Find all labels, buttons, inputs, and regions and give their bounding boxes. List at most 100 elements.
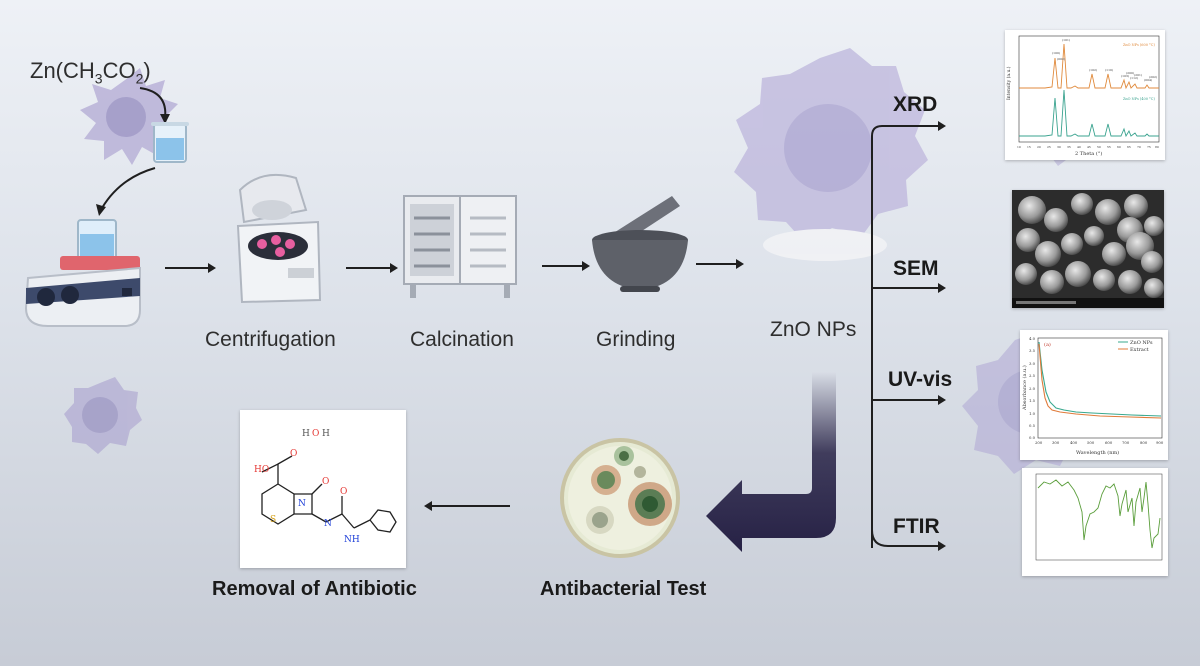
svg-text:15: 15 bbox=[1027, 145, 1031, 149]
uv-legend-zno: ZnO NPs bbox=[1130, 340, 1153, 346]
svg-text:O: O bbox=[290, 449, 297, 459]
xrd-peak-102: (102) bbox=[1089, 68, 1097, 72]
svg-text:40: 40 bbox=[1077, 145, 1081, 149]
svg-text:700: 700 bbox=[1122, 440, 1130, 445]
xrd-peak-200: (200) bbox=[1126, 71, 1134, 75]
beaker-arrow bbox=[101, 167, 156, 209]
svg-text:S: S bbox=[270, 515, 276, 525]
big-arrow-to-antibacterial bbox=[706, 372, 836, 552]
svg-text:2.5: 2.5 bbox=[1029, 373, 1036, 378]
xrd-peak-004: (004) bbox=[1144, 78, 1152, 82]
sem-micrograph bbox=[1012, 190, 1164, 308]
svg-text:H: H bbox=[322, 429, 330, 439]
antibacterial-label: Antibacterial Test bbox=[540, 578, 707, 600]
svg-text:3.0: 3.0 bbox=[1029, 361, 1036, 366]
svg-text:4.0: 4.0 bbox=[1029, 336, 1036, 341]
removal-label: Removal of Antibiotic bbox=[212, 578, 417, 600]
svg-text:500: 500 bbox=[1087, 440, 1095, 445]
step-label-centrifugation: Centrifugation bbox=[205, 328, 336, 351]
precursor-arrow bbox=[139, 87, 167, 119]
cell-shape-center bbox=[734, 48, 928, 261]
svg-text:3.5: 3.5 bbox=[1029, 348, 1036, 353]
uv-panel-tag: (a) bbox=[1044, 341, 1051, 348]
svg-text:HO: HO bbox=[254, 465, 269, 475]
xrd-peak-110: (110) bbox=[1105, 68, 1113, 72]
mortar-pestle-icon bbox=[592, 196, 688, 292]
svg-text:600: 600 bbox=[1105, 440, 1113, 445]
svg-text:400: 400 bbox=[1070, 440, 1078, 445]
xrd-series-600 bbox=[1019, 43, 1159, 90]
xrd-ylabel: Intensity (a.u.) bbox=[1005, 66, 1012, 100]
cephalexin-structure: O H H HO O O O bbox=[254, 429, 397, 545]
xrd-xlabel: 2 Theta (°) bbox=[1075, 150, 1102, 157]
xrd-peak-002: (002) bbox=[1057, 57, 1065, 61]
svg-text:H: H bbox=[302, 429, 310, 439]
uv-yticks: 0.00.5 1.01.5 2.02.5 3.03.5 4.0 bbox=[1029, 336, 1036, 440]
xrd-label: XRD bbox=[893, 93, 938, 116]
svg-text:65: 65 bbox=[1127, 145, 1131, 149]
step-label-calcination: Calcination bbox=[410, 328, 514, 351]
uv-xticks: 200 300 400 500 600 700 800 900 bbox=[1035, 440, 1164, 445]
svg-text:0.5: 0.5 bbox=[1029, 423, 1036, 428]
ftir-spectrum bbox=[1037, 479, 1161, 549]
svg-text:NH: NH bbox=[344, 535, 360, 545]
svg-text:20: 20 bbox=[1037, 145, 1041, 149]
xrd-peak-103: (103) bbox=[1121, 74, 1129, 78]
svg-text:55: 55 bbox=[1107, 145, 1111, 149]
svg-text:800: 800 bbox=[1140, 440, 1148, 445]
svg-text:70: 70 bbox=[1137, 145, 1141, 149]
svg-text:300: 300 bbox=[1052, 440, 1060, 445]
uvvis-label: UV-vis bbox=[888, 368, 953, 391]
uv-xlabel: Wavelength (nm) bbox=[1076, 449, 1119, 456]
svg-text:2.0: 2.0 bbox=[1029, 386, 1036, 391]
water-o: O bbox=[312, 429, 319, 439]
svg-text:30: 30 bbox=[1057, 145, 1061, 149]
sem-image-panel bbox=[1012, 190, 1164, 308]
xrd-peak-101: (101) bbox=[1062, 38, 1070, 42]
svg-text:O: O bbox=[340, 487, 347, 497]
precursor-formula: Zn(CH3CO2) bbox=[30, 58, 151, 87]
svg-text:N: N bbox=[324, 519, 332, 529]
xrd-xticks: 10 15 20 25 30 35 40 45 50 55 60 65 70 75 80 bbox=[1017, 145, 1159, 149]
svg-text:35: 35 bbox=[1067, 145, 1071, 149]
cell-shape-left bbox=[64, 377, 142, 454]
furnace-icon bbox=[403, 195, 517, 298]
svg-text:900: 900 bbox=[1156, 440, 1164, 445]
antibiotic-structure-panel: O H H HO O O O bbox=[240, 410, 406, 568]
sem-label: SEM bbox=[893, 257, 939, 280]
svg-text:25: 25 bbox=[1047, 145, 1051, 149]
svg-text:45: 45 bbox=[1087, 145, 1091, 149]
centrifuge-icon bbox=[236, 174, 322, 304]
xrd-legend-400: ZnO NPs (400 °C) bbox=[1123, 97, 1155, 101]
svg-text:200: 200 bbox=[1035, 440, 1043, 445]
svg-text:0.0: 0.0 bbox=[1029, 435, 1036, 440]
xrd-peak-201: (201) bbox=[1134, 73, 1142, 77]
uv-legend-extract: Extract bbox=[1130, 347, 1149, 353]
ftir-chart-panel bbox=[1022, 468, 1168, 576]
xrd-peak-202: (202) bbox=[1149, 75, 1157, 79]
svg-text:1.5: 1.5 bbox=[1029, 398, 1036, 403]
process-arrows bbox=[165, 121, 946, 551]
svg-text:50: 50 bbox=[1097, 145, 1101, 149]
step-label-grinding: Grinding bbox=[596, 328, 676, 351]
xrd-peak-100: (100) bbox=[1052, 51, 1060, 55]
svg-text:O: O bbox=[322, 477, 329, 487]
svg-text:60: 60 bbox=[1117, 145, 1121, 149]
petri-dish-icon bbox=[560, 438, 680, 558]
xrd-chart-panel: Intensity (a.u.) 2 Theta (°) ZnO NPs (60… bbox=[1005, 30, 1165, 160]
svg-text:75: 75 bbox=[1147, 145, 1151, 149]
product-label: ZnO NPs bbox=[770, 318, 857, 341]
xrd-series-400 bbox=[1019, 89, 1159, 138]
uv-ylabel: Absorbance (a.u.) bbox=[1021, 365, 1028, 411]
beaker-icon bbox=[151, 122, 189, 163]
svg-text:80: 80 bbox=[1155, 145, 1159, 149]
ftir-label: FTIR bbox=[893, 515, 940, 538]
xrd-legend-600: ZnO NPs (600 °C) bbox=[1123, 43, 1155, 47]
xrd-peak-112: (112) bbox=[1130, 76, 1138, 80]
svg-text:10: 10 bbox=[1017, 145, 1021, 149]
uv-series-zno bbox=[1038, 341, 1162, 417]
hotplate-stirrer-icon bbox=[24, 219, 141, 327]
uv-series-extract bbox=[1038, 343, 1162, 419]
